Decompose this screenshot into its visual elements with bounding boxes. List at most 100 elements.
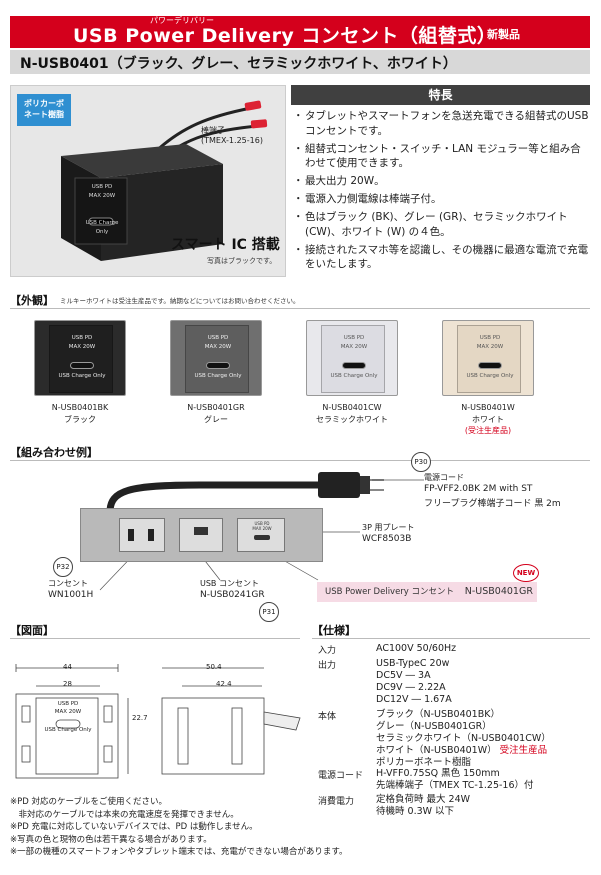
spec-value-line: ポリカーボネート樹脂	[376, 757, 472, 768]
terminal-label-line-2: (TMEX-1.25-16)	[201, 136, 263, 145]
usb-a-port	[194, 527, 208, 535]
spec-value-line: ブラック（N-USB0401BK）	[376, 709, 500, 720]
divider	[10, 638, 300, 639]
smart-ic-label: スマート IC 搭載	[171, 237, 280, 253]
exterior-heading: 【外観】	[10, 294, 54, 307]
hero-device-line-3: USB Charge Only	[85, 220, 119, 235]
spec-value-line: 待機時 0.3W 以下	[376, 806, 455, 817]
drawing-device-line-3: USB Charge Only	[44, 727, 92, 733]
terminal-label: 棒端子 (TMEX-1.25-16)	[201, 126, 263, 146]
variant-model: N-USB0401BK	[51, 403, 109, 412]
divider	[10, 460, 590, 461]
dim-front-outer: 44	[63, 663, 72, 671]
spec-key: 消費電力	[318, 797, 355, 807]
photo-note: 写真はブラックです。	[207, 257, 277, 265]
plate-label: 3P 用プレート	[362, 523, 415, 532]
dimension-drawing	[15, 664, 301, 779]
variant-device-line: MAX 20W	[476, 344, 504, 350]
exterior-note: ミルキーホワイトは受注生産品です。納期などについてはお問い合わせください。	[60, 297, 300, 305]
variant-color: グレー	[204, 415, 228, 424]
feature-item: 電源入力側電線は棒端子付。	[293, 192, 589, 207]
spec-key: 本体	[318, 712, 337, 722]
variant-model: N-USB0401W	[461, 403, 515, 412]
combo-heading: 【組み合わせ例】	[10, 446, 98, 459]
variant-device-line: USB PD	[479, 335, 501, 341]
feature-item: 組替式コンセント・スイッチ・LAN モジュラー等と組み合わせて使用できます。	[293, 142, 589, 171]
notes: ※PD 対応のケーブルをご使用ください。 非対応のケーブルでは本来の充電速度を発…	[10, 796, 590, 859]
pd-module: USB PD MAX 20W	[237, 518, 285, 552]
variant-device-line: USB Charge Only	[194, 373, 242, 379]
spec-value-line: 先端棒端子（TMEX TC-1.25-16）付	[376, 780, 534, 791]
pd-module-line-1: USB PD	[254, 521, 270, 526]
divider	[10, 308, 590, 309]
divider	[312, 638, 590, 639]
variant-model: N-USB0401CW	[322, 403, 382, 412]
hero-device-text: USB PD MAX 20W USB Charge Only	[81, 183, 123, 237]
variant-face: USB PD MAX 20W USB Charge Only	[457, 325, 521, 393]
dim-front-inner: 28	[63, 680, 72, 688]
variant-device-line: USB PD	[343, 335, 365, 341]
variant-device-line: MAX 20W	[340, 344, 368, 350]
feature-item: タブレットやスマートフォンを急送充電できる組替式のUSB コンセントです。	[293, 109, 589, 138]
usb-outlet-model: N-USB0241GR	[200, 590, 265, 600]
variant-model: N-USB0401GR	[187, 403, 245, 412]
outlet-module	[119, 518, 165, 552]
page-ref-p30: P30	[411, 452, 431, 472]
terminal-label-line-1: 棒端子	[201, 126, 225, 135]
variant-device-line: MAX 20W	[68, 344, 96, 350]
spec-value-line: DC12V ― 1.67A	[376, 694, 452, 705]
model-line: N-USB0401（ブラック、グレー、セラミックホワイト、ホワイト）	[20, 56, 457, 72]
usb-c-port	[254, 535, 270, 540]
variant-color: セラミックホワイト	[316, 415, 388, 424]
variant-device-text: USB PD MAX 20W USB Charge Only	[458, 334, 522, 381]
features-heading: 特長	[291, 85, 590, 105]
note-line: 非対応のケーブルでは本来の充電速度を発揮できません。	[10, 809, 239, 820]
drawing-device-line-1: USB PD	[57, 701, 79, 707]
title-ruby: パワーデリバリー	[150, 16, 214, 25]
cord-desc: フリープラグ棒端子コード 黒 2m	[424, 499, 561, 509]
variant-device-line: USB Charge Only	[466, 373, 514, 379]
note-line: ※PD 充電に対応していないデバイスでは、PD は動作しません。	[10, 822, 258, 832]
product-illustration	[61, 100, 268, 261]
variant-device-line: USB PD	[207, 335, 229, 341]
badge-line-2: ネート樹脂	[24, 110, 64, 119]
badge-line-1: ポリカーボ	[24, 99, 64, 108]
note-line: ※PD 対応のケーブルをご使用ください。	[10, 797, 167, 807]
spec-value: AC100V 50/60Hz	[376, 643, 456, 655]
usb-c-port	[342, 362, 366, 369]
variant-n-usb0401w: USB PD MAX 20W USB Charge Only	[442, 320, 534, 396]
plate-model: WCF8503B	[362, 534, 412, 544]
features-list: タブレットやスマートフォンを急送充電できる組替式のUSB コンセントです。 組替…	[293, 109, 589, 275]
material-badge: ポリカーボ ネート樹脂	[17, 94, 71, 126]
spec-value-line: セラミックホワイト（N-USB0401CW）	[376, 733, 551, 744]
hero-device-line-1: USB PD	[91, 184, 113, 190]
usb-module	[179, 518, 223, 552]
spec-value-line: グレー（N-USB0401GR）	[376, 721, 492, 732]
drawing-heading: 【図面】	[10, 624, 54, 637]
usb-c-port	[206, 362, 230, 369]
pd-module-line-2: MAX 20W	[252, 526, 272, 531]
model-bar: N-USB0401（ブラック、グレー、セラミックホワイト、ホワイト）	[10, 50, 590, 74]
variant-extra: (受注生産品)	[464, 426, 512, 435]
spec-value-line: DC9V ― 2.22A	[376, 682, 446, 693]
cord-model: FP-VFF2.0BK 2M with ST	[424, 484, 533, 494]
spec-value-line: 定格負荷時 最大 24W	[376, 794, 471, 805]
note-line: ※写真の色と現物の色は若干異なる場合があります。	[10, 834, 212, 845]
title-bar: パワーデリバリー USB Power Delivery コンセント（組替式） 新…	[10, 16, 590, 48]
spec-value-line: ホワイト（N-USB0401W）受注生産品	[376, 745, 548, 756]
spec-key: 出力	[318, 661, 337, 671]
page-ref-p31: P31	[259, 602, 279, 622]
outlet-label: コンセント	[48, 579, 88, 588]
